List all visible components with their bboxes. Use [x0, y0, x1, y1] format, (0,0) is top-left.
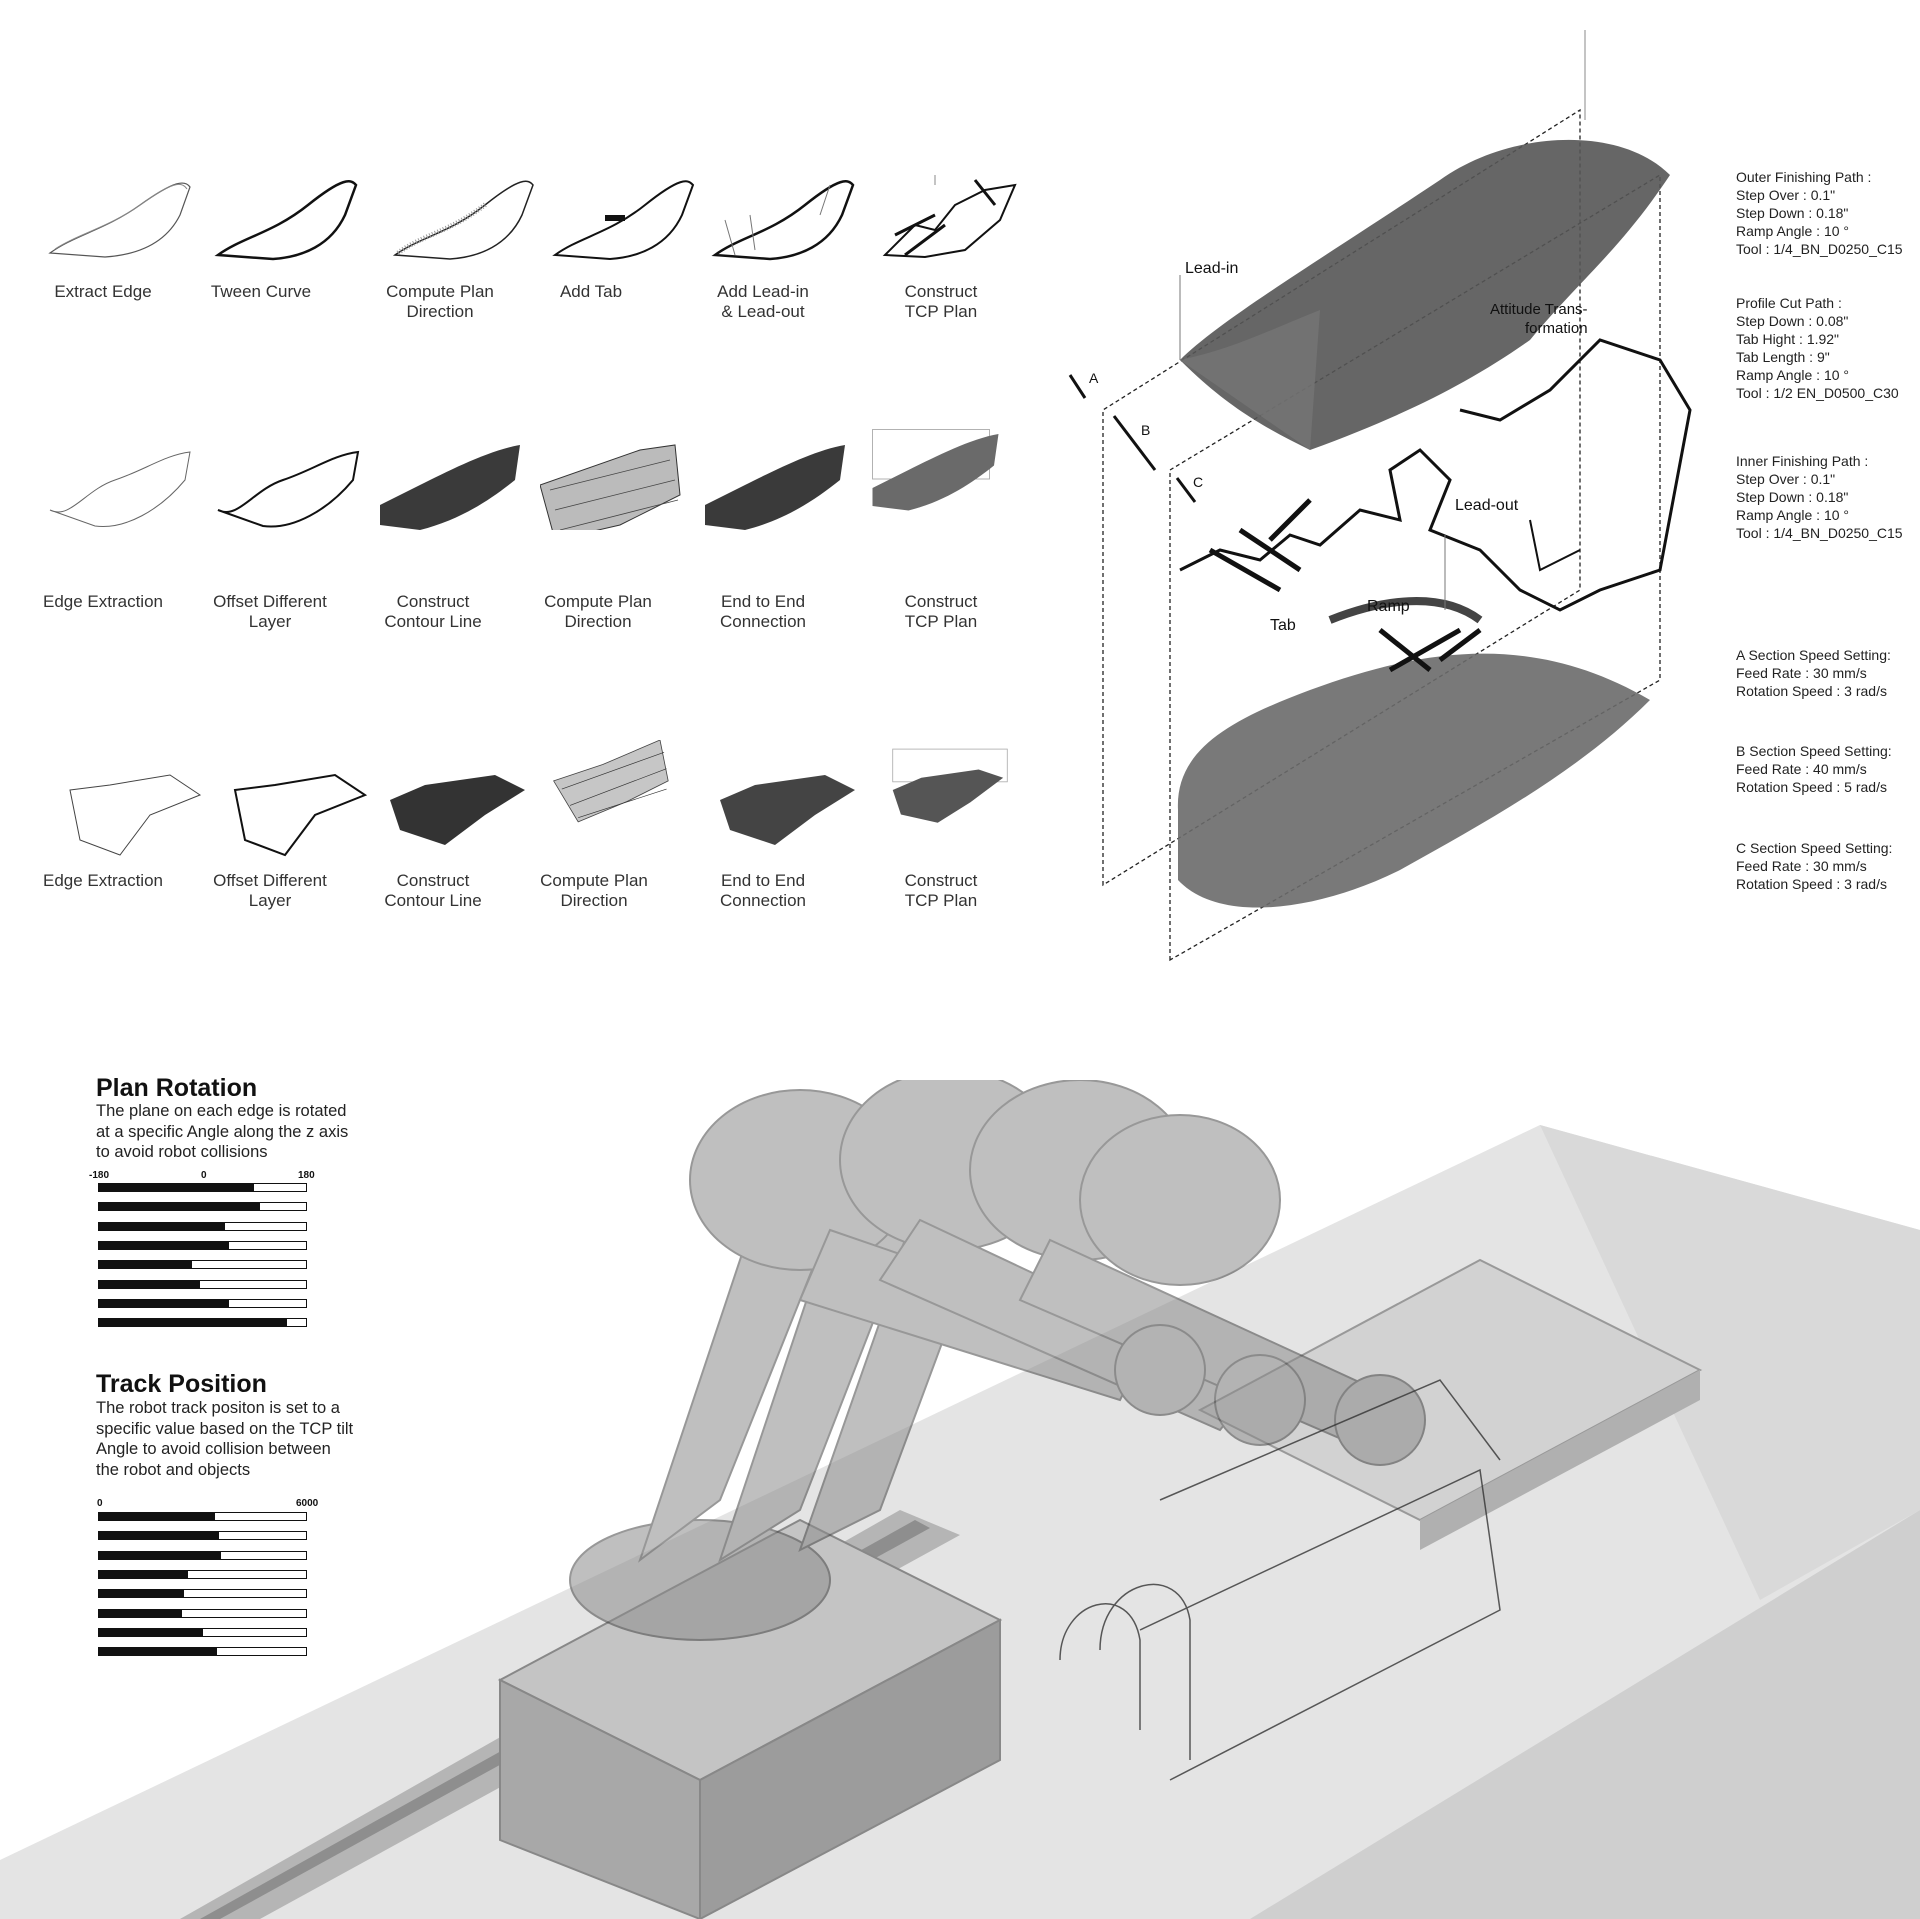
track-bar: [98, 1531, 307, 1541]
thumb-r1c6: [882, 175, 1017, 259]
spec-profile-cut: Profile Cut Path : Step Down : 0.08" Tab…: [1736, 295, 1899, 401]
plan-rotation-scale-max: 180: [298, 1170, 315, 1181]
thumb-r1c3: [392, 180, 534, 260]
track-position-description: The robot track positon is set to a spec…: [96, 1399, 354, 1479]
label-section-a: A: [1089, 370, 1099, 386]
rotation-bar-fill: [99, 1261, 193, 1269]
rotation-bar-fill: [99, 1184, 255, 1191]
track-bar-fill: [99, 1570, 188, 1578]
track-bar: [98, 1512, 307, 1521]
thumb-r3c5: [720, 775, 855, 845]
rotation-bar: [98, 1202, 307, 1212]
thumb-r2c2: [217, 450, 360, 528]
track-position-title: Track Position: [96, 1370, 267, 1398]
caption-r1c6: Construct TCP Plan: [904, 282, 978, 321]
plan-rotation-scale-mid: 0: [201, 1170, 207, 1181]
thumb-r3c3: [390, 775, 525, 845]
thumb-r3c2: [233, 773, 368, 857]
track-bar: [98, 1608, 307, 1618]
caption-r2c6: Construct TCP Plan: [904, 592, 978, 631]
track-bar-fill: [99, 1513, 215, 1520]
thumb-r1c2: [214, 180, 358, 261]
inner-surface: [1177, 653, 1650, 908]
track-bar: [98, 1550, 307, 1560]
label-attitude-transformation: Attitude Trans- formation: [1490, 301, 1588, 337]
caption-r3c2: Offset Different Layer: [213, 871, 327, 910]
caption-r1c3: Compute Plan Direction: [386, 282, 494, 321]
thumb-r1c4: [552, 180, 695, 261]
rotation-bar: [98, 1298, 307, 1308]
spec-b-section-speed: B Section Speed Setting: Feed Rate : 40 …: [1736, 743, 1892, 795]
caption-r2c3: Construct Contour Line: [384, 592, 482, 631]
caption-r2c2: Offset Different Layer: [213, 592, 327, 631]
spec-inner-finishing: Inner Finishing Path : Step Over : 0.1" …: [1736, 453, 1903, 541]
rotation-bar-fill: [99, 1319, 288, 1327]
rotation-bar: [98, 1183, 307, 1192]
track-bar-fill: [99, 1532, 220, 1540]
thumb-r2c4: [540, 444, 681, 530]
spec-a-section-speed: A Section Speed Setting: Feed Rate : 30 …: [1736, 647, 1891, 699]
caption-r3c1: Edge Extraction: [42, 871, 163, 890]
caption-r1c4: Add Tab: [559, 282, 623, 301]
thumb-r2c6: [872, 429, 999, 511]
plan-rotation-title: Plan Rotation: [96, 1074, 258, 1102]
spec-outer-finishing: Outer Finishing Path : Step Over : 0.1" …: [1736, 169, 1903, 257]
caption-r1c5: Add Lead-in & Lead-out: [717, 282, 809, 321]
thumb-r2c3: [380, 445, 520, 530]
plan-rotation-scale-min: -180: [89, 1170, 110, 1181]
caption-r3c5: End to End Connection: [719, 871, 806, 910]
label-section-b: B: [1141, 422, 1151, 438]
track-bar-fill: [99, 1648, 217, 1656]
thumb-r3c1: [69, 774, 202, 856]
caption-r2c4: Compute Plan Direction: [544, 592, 652, 631]
label-lead-in: Lead-in: [1185, 260, 1239, 277]
label-section-c: C: [1193, 474, 1204, 490]
caption-r1c1: Extract Edge: [54, 282, 152, 301]
label-ramp: Ramp: [1367, 598, 1410, 615]
track-position-scale-max: 6000: [296, 1498, 319, 1509]
track-bar-fill: [99, 1590, 184, 1598]
caption-r3c6: Construct TCP Plan: [904, 871, 978, 910]
thumb-r2c5: [705, 445, 845, 530]
rotation-bar-fill: [99, 1299, 230, 1307]
rotation-bar-fill: [99, 1280, 201, 1288]
toolpath-exploded-diagram: [1068, 30, 1692, 962]
rotation-bar: [98, 1318, 307, 1328]
thumb-r1c5: [711, 180, 855, 261]
label-lead-out: Lead-out: [1455, 497, 1519, 514]
caption-r1c2: Tween Curve: [210, 282, 312, 301]
caption-r3c3: Construct Contour Line: [384, 871, 482, 910]
caption-r2c1: Edge Extraction: [42, 592, 163, 611]
track-bar-fill: [99, 1551, 222, 1559]
thumb-r1c1: [48, 182, 191, 258]
track-bar-fill: [99, 1609, 182, 1617]
label-tab: Tab: [1270, 617, 1296, 634]
spec-c-section-speed: C Section Speed Setting: Feed Rate : 30 …: [1736, 840, 1893, 892]
thumb-r3c4: [553, 740, 669, 823]
thumb-r3c6: [892, 748, 1008, 823]
rotation-bar-fill: [99, 1203, 261, 1211]
profile-path: [1179, 338, 1692, 673]
rotation-bar-fill: [99, 1222, 226, 1230]
rotation-bar: [98, 1221, 307, 1231]
track-bar-fill: [99, 1628, 203, 1636]
rotation-bar: [98, 1260, 307, 1270]
rotation-bar: [98, 1240, 307, 1250]
track-bar: [98, 1647, 307, 1657]
rotation-bar-fill: [99, 1241, 230, 1249]
track-bar: [98, 1569, 307, 1579]
track-position-scale-min: 0: [97, 1498, 103, 1509]
track-bar: [98, 1589, 307, 1599]
robot-cell-illustration: [0, 1080, 1920, 1919]
caption-r3c4: Compute Plan Direction: [540, 871, 648, 910]
track-bar: [98, 1627, 307, 1637]
rotation-bar: [98, 1279, 307, 1289]
thumb-r2c1: [49, 451, 191, 528]
caption-r2c5: End to End Connection: [719, 592, 806, 631]
plan-rotation-description: The plane on each edge is rotated at a s…: [96, 1102, 349, 1161]
